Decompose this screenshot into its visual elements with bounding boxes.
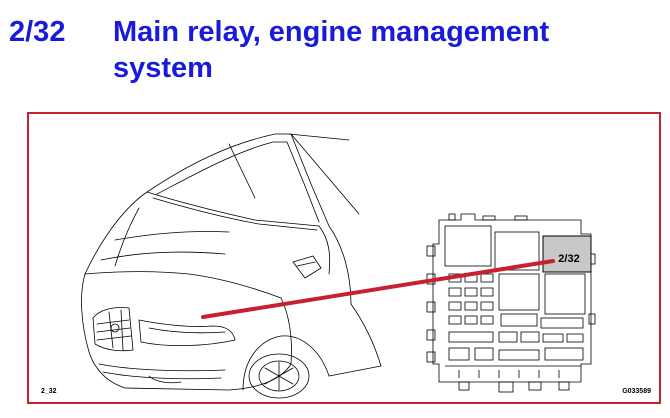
highlighted-relay — [542, 235, 592, 273]
car-illustration — [81, 133, 382, 399]
location-diagram — [81, 133, 596, 399]
relay-box-diagram — [426, 213, 596, 393]
relay-label: 2/32 — [558, 253, 580, 265]
page-header: 2/32 Main relay, engine management syste… — [0, 0, 670, 100]
illustration-frame: 2/32 2_32 G033589 — [27, 112, 661, 404]
pointer-line — [201, 259, 555, 319]
component-code: 2/32 — [9, 16, 66, 48]
figure-code: 2_32 — [41, 388, 57, 395]
page-title: Main relay, engine management system — [113, 16, 550, 84]
image-reference: G033589 — [622, 388, 651, 395]
